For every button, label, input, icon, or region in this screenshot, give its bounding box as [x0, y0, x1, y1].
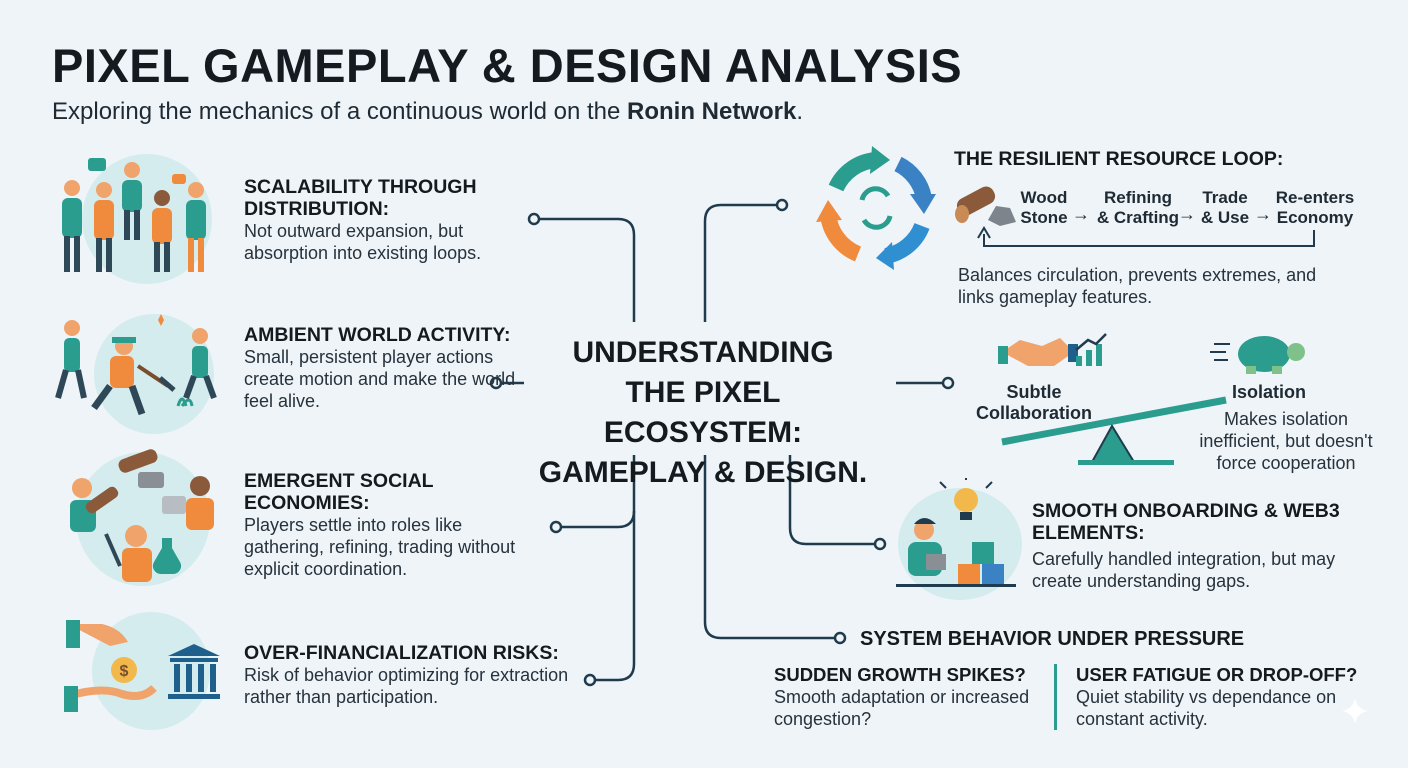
left-block-heading: OVER-FINANCIALIZATION RISKS:	[244, 642, 559, 664]
onboarding-block: SMOOTH ONBOARDING & WEB3 ELEMENTS: Caref…	[1032, 500, 1352, 592]
svg-text:$: $	[120, 663, 129, 680]
finance-icon: $	[64, 620, 220, 712]
left-block-social: EMERGENT SOCIAL ECONOMIES: Players settl…	[244, 470, 524, 580]
balance-left-label: Subtle Collaboration	[976, 382, 1092, 423]
pressure-item-heading: SUDDEN GROWTH SPIKES?	[774, 664, 1026, 685]
left-block-financialization: OVER-FINANCIALIZATION RISKS: Risk of beh…	[244, 642, 584, 708]
left-block-scalability: SCALABILITY THROUGH DISTRIBUTION: Not ou…	[244, 176, 524, 264]
left-block-heading: SCALABILITY THROUGH DISTRIBUTION:	[244, 176, 477, 220]
cycle-icon	[816, 146, 936, 270]
loop-return-arrow	[977, 226, 1315, 247]
left-block-ambient: AMBIENT WORLD ACTIVITY: Small, persisten…	[244, 324, 534, 412]
farming-icon	[55, 314, 217, 416]
onboarding-heading: SMOOTH ONBOARDING & WEB3 ELEMENTS:	[1032, 500, 1340, 544]
wood-stone-icon	[955, 186, 1016, 226]
page-title: PIXEL GAMEPLAY & DESIGN ANALYSIS	[52, 39, 963, 92]
resource-loop-heading: THE RESILIENT RESOURCE LOOP:	[954, 148, 1284, 170]
subtitle-prefix: Exploring the mechanics of a continuous …	[52, 98, 628, 125]
left-block-heading: EMERGENT SOCIAL ECONOMIES:	[244, 470, 434, 514]
turtle-icon	[1210, 336, 1305, 374]
subtitle-suffix: .	[796, 98, 804, 125]
center-line-2: THE PIXEL ECOSYSTEM:	[603, 376, 803, 449]
sparkle-icon	[1342, 698, 1368, 724]
seesaw-icon	[1001, 396, 1227, 465]
roles-icon	[70, 449, 214, 582]
handshake-icon	[998, 338, 1078, 366]
loop-step-refining: Refining & Crafting	[1096, 188, 1180, 227]
resource-loop-text: Balances circulation, prevents extremes,…	[958, 265, 1317, 307]
onboarding-text: Carefully handled integration, but may c…	[1032, 549, 1336, 591]
growth-chart-icon	[1075, 333, 1107, 366]
loop-arrow-icon: →	[1254, 204, 1272, 224]
loop-step-wood-stone: Wood Stone	[1020, 188, 1068, 227]
crowd-icon	[62, 158, 206, 272]
center-line-3: GAMEPLAY & DESIGN.	[538, 456, 868, 489]
left-block-text: Players settle into roles like gathering…	[244, 515, 516, 579]
left-block-text: Small, persistent player actions create …	[244, 347, 516, 411]
loop-arrow-icon: →	[1072, 204, 1090, 224]
pressure-divider	[1054, 664, 1057, 730]
balance-right-label: Isolation	[1231, 382, 1306, 402]
pressure-item-text: Smooth adaptation or increased congestio…	[774, 687, 1030, 729]
left-block-text: Risk of behavior optimizing for extracti…	[244, 665, 569, 707]
loop-step-reenters: Re-enters Economy	[1275, 188, 1355, 227]
pressure-item-heading: USER FATIGUE OR DROP-OFF?	[1076, 664, 1358, 685]
pressure-item-growth: SUDDEN GROWTH SPIKES? Smooth adaptation …	[774, 664, 1044, 730]
page-subtitle: Exploring the mechanics of a continuous …	[52, 98, 803, 126]
pressure-item-text: Quiet stability vs dependance on constan…	[1076, 687, 1337, 729]
pressure-heading: SYSTEM BEHAVIOR UNDER PRESSURE	[860, 628, 1245, 650]
loop-arrow-icon: →	[1178, 204, 1196, 224]
left-block-heading: AMBIENT WORLD ACTIVITY:	[244, 324, 511, 346]
loop-step-trade: Trade & Use	[1200, 188, 1250, 227]
balance-text: Makes isolation inefficient, but doesn't…	[1199, 409, 1373, 473]
subtitle-emphasis: Ronin Network	[627, 98, 797, 125]
pressure-item-fatigue: USER FATIGUE OR DROP-OFF? Quiet stabilit…	[1076, 664, 1376, 730]
center-title: UNDERSTANDING THE PIXEL ECOSYSTEM: GAMEP…	[528, 333, 878, 493]
center-line-1: UNDERSTANDING	[572, 336, 834, 369]
left-block-text: Not outward expansion, but absorption in…	[244, 221, 482, 263]
onboarding-icon	[896, 478, 1016, 587]
